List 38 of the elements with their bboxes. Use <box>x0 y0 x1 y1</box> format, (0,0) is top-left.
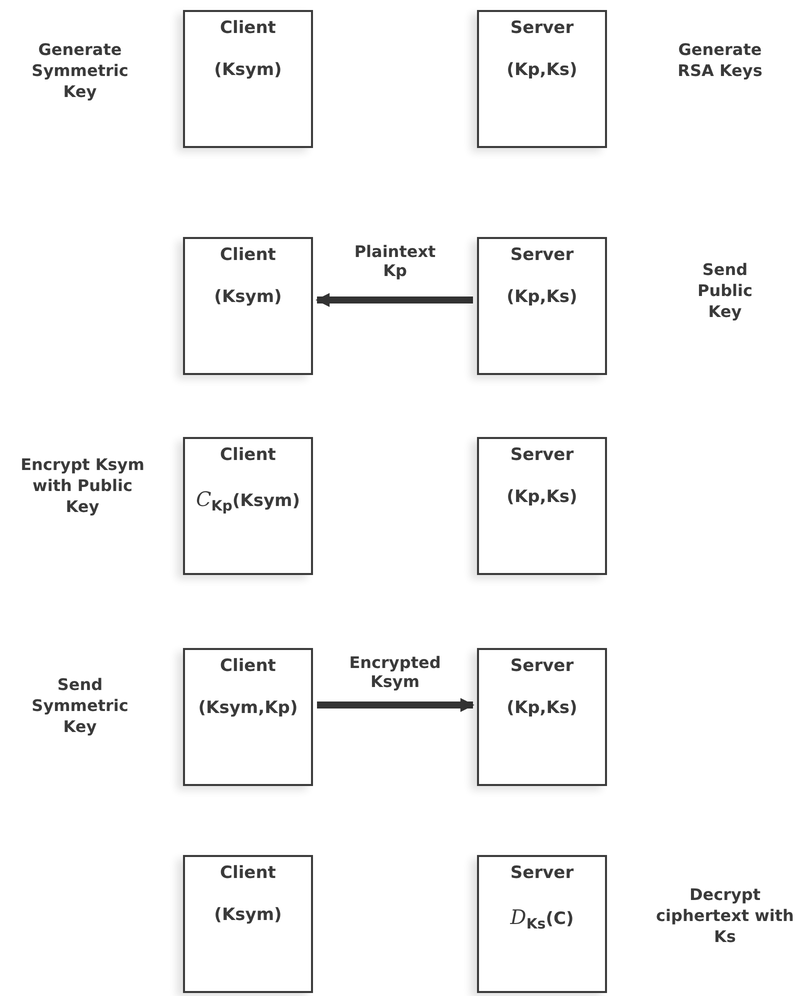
process-box <box>183 648 313 786</box>
box-text: (Ksym,Kp) <box>197 698 299 718</box>
box-text: (Ksym) <box>213 60 283 80</box>
step-label: Encrypt Ksym with Public Key <box>20 455 146 518</box>
box-heading: Server <box>509 656 575 676</box>
process-box <box>183 855 313 993</box>
process-box <box>477 10 607 148</box>
process-box <box>183 437 313 575</box>
process-box <box>183 10 313 148</box>
step-label: Send Symmetric Key <box>30 675 130 738</box>
box-heading: Client <box>219 245 277 265</box>
box-heading: Client <box>219 656 277 676</box>
box-heading: Server <box>509 245 575 265</box>
box-heading: Client <box>219 863 277 883</box>
process-box <box>477 437 607 575</box>
box-heading: Server <box>509 18 575 38</box>
box-text: (Ksym) <box>213 905 283 925</box>
process-box <box>477 237 607 375</box>
process-box <box>183 237 313 375</box>
process-box <box>477 648 607 786</box>
box-text: (Kp,Ks) <box>506 60 578 80</box>
box-text: D$_{Ks}$(C) <box>509 905 575 932</box>
step-label: Generate RSA Keys <box>676 40 764 82</box>
step-label: Generate Symmetric Key <box>30 40 130 102</box>
box-heading: Client <box>219 18 277 38</box>
step-label: Decrypt ciphertext with Ks <box>655 885 795 948</box>
process-box <box>477 855 607 993</box>
step-label: Send Public Key <box>696 260 754 322</box>
arrow <box>317 698 474 712</box>
box-text: (Ksym) <box>213 287 283 307</box>
box-text: C$_{Kp}$(Ksym) <box>194 487 302 514</box>
box-text: (Kp,Ks) <box>506 698 578 718</box>
box-text: (Kp,Ks) <box>506 287 578 307</box>
box-heading: Server <box>509 863 575 883</box>
box-text: (Kp,Ks) <box>506 487 578 507</box>
arrow <box>316 293 473 307</box>
box-heading: Server <box>509 445 575 465</box>
box-heading: Client <box>219 445 277 465</box>
